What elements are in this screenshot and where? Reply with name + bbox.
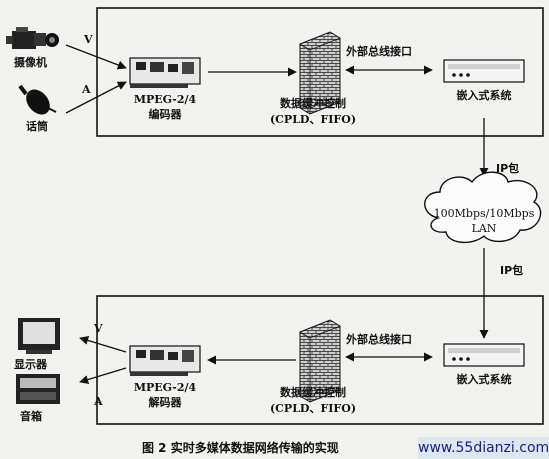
buffer-wall-icon-bottom <box>299 319 341 403</box>
display-label: 显示器 <box>14 358 47 371</box>
camera-label: 摄像机 <box>14 56 47 69</box>
microphone-icon <box>18 84 57 115</box>
bottom-embedded-label: 嵌入式系统 <box>456 373 512 386</box>
encoder-board-icon <box>129 57 201 88</box>
decoder-board-icon <box>129 345 201 376</box>
lan-label: LAN <box>471 222 497 235</box>
arrow-audio-out <box>79 367 127 384</box>
arrow-video-out <box>79 336 127 353</box>
microphone-label: 话筒 <box>26 120 48 133</box>
top-video-label: V <box>84 33 93 46</box>
top-buffer-sublabel: (CPLD、FIFO) <box>269 113 357 126</box>
embedded-system-icon-top <box>443 59 525 83</box>
speaker-icon <box>16 374 60 404</box>
bottom-video-label: V <box>94 322 103 335</box>
arrow-audio-in <box>65 81 127 114</box>
speaker-label: 音箱 <box>20 410 42 423</box>
watermark: www.55dianzi.com <box>418 437 549 459</box>
arrow-video-in <box>65 44 127 70</box>
lan-cloud-shape <box>424 171 542 243</box>
top-bus-label: 外部总线接口 <box>346 45 412 58</box>
bottom-audio-label: A <box>94 395 103 408</box>
decoder-label-name: 解码器 <box>148 396 182 409</box>
buffer-wall-icon-top <box>299 31 341 115</box>
ip-packet-label-bottom: IP包 <box>500 264 524 277</box>
embedded-system-icon-bottom <box>443 343 525 367</box>
top-buffer-label: 数据缓冲控制 <box>280 97 346 110</box>
top-section-box <box>96 7 544 137</box>
decoder-label-model: MPEG-2/4 <box>133 381 197 394</box>
bottom-bus-label: 外部总线接口 <box>346 333 412 346</box>
monitor-icon <box>18 318 60 354</box>
camera-icon <box>6 27 59 49</box>
encoder-label-name: 编码器 <box>148 108 182 121</box>
bottom-buffer-label: 数据缓冲控制 <box>280 386 346 399</box>
bottom-buffer-sublabel: (CPLD、FIFO) <box>269 402 357 415</box>
ip-packet-label-top: IP包 <box>496 162 520 175</box>
lan-speed-label: 100Mbps/10Mbps <box>433 207 535 220</box>
bottom-section-box <box>96 295 544 425</box>
encoder-label-model: MPEG-2/4 <box>133 93 197 106</box>
figure-caption: 图 2 实时多媒体数据网络传输的实现 <box>142 441 339 455</box>
top-audio-label: A <box>82 83 91 96</box>
top-embedded-label: 嵌入式系统 <box>456 89 512 102</box>
